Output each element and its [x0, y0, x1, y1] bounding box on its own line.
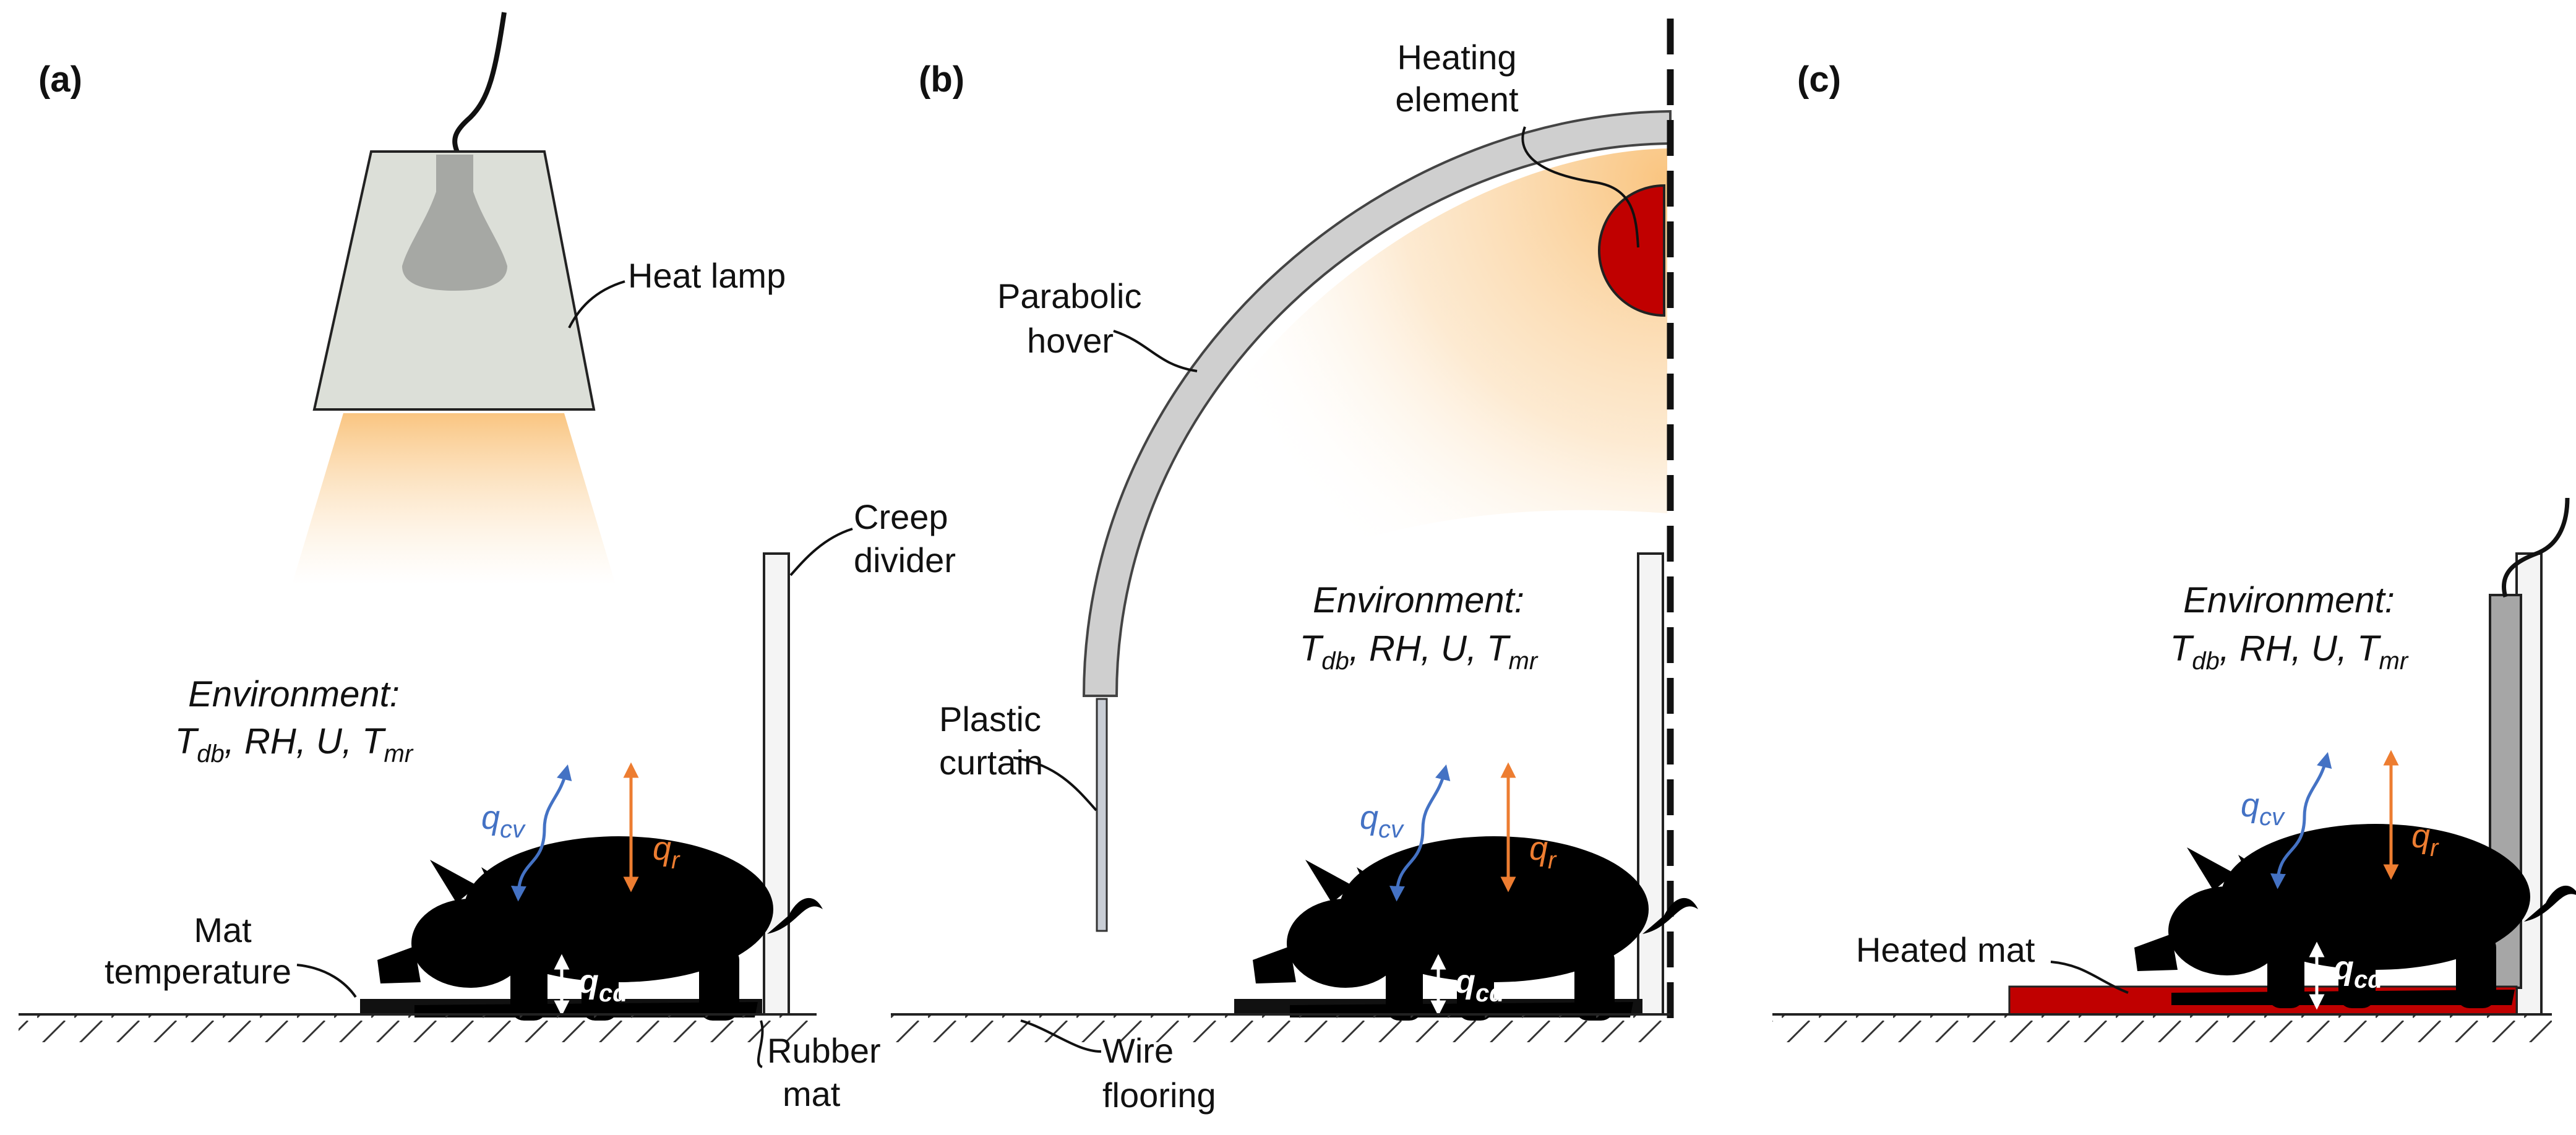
lamp-glow: [292, 413, 616, 585]
creep-divider-b: [1637, 552, 1664, 1016]
q-cd-b: qcd: [1455, 963, 1505, 1007]
hover-glow: [1120, 148, 1667, 687]
heated-mat-leader: [2050, 961, 2129, 994]
rubber-mat-label-1: Rubber: [767, 1031, 881, 1070]
parabolic-hover-label-1: Parabolic: [997, 276, 1141, 315]
wire-flooring-label-2: flooring: [1102, 1076, 1216, 1115]
heat-lamp-leader: [568, 280, 625, 328]
q-cv-c: qcv: [2241, 787, 2285, 831]
creep-divider-label-2: divider: [854, 541, 956, 580]
heating-element: [1598, 184, 1665, 317]
mat-temperature-label-1: Mat: [194, 910, 252, 949]
q-r-c: qr: [2411, 818, 2439, 862]
rubber-mat-leader: [757, 1020, 764, 1068]
heating-element-leader: [1521, 126, 1639, 248]
panel-b: (b) Heating element Parabolic hover Plas…: [891, 19, 1698, 1115]
floor-hatch-c: [1772, 1014, 2552, 1042]
q-r-b: qr: [1529, 830, 1557, 874]
q-cv-b: qcv: [1360, 799, 1404, 843]
floor-hatch-b: [891, 1014, 1670, 1042]
plastic-curtain-leader: [1013, 756, 1097, 812]
plastic-curtain: [1096, 698, 1108, 932]
q-r-a: qr: [653, 830, 680, 874]
convection-arrow-a: [510, 764, 572, 902]
wire-flooring-leader: [1020, 1019, 1102, 1053]
environment-vars-c: Tdb, RH, U, Tmr: [2170, 628, 2409, 675]
convection-arrow-c: [2270, 752, 2332, 889]
environment-title-c: Environment:: [2183, 580, 2395, 620]
q-cd-a: qcd: [578, 963, 629, 1007]
q-cv-a: qcv: [481, 799, 526, 843]
mat-temperature-leader: [296, 964, 357, 998]
convection-arrow-b: [1389, 764, 1451, 902]
parabolic-hover-leader: [1113, 330, 1198, 372]
wire-flooring-label-1: Wire: [1102, 1031, 1174, 1070]
heating-element-label-2: element: [1395, 80, 1519, 119]
creep-divider-leader: [789, 528, 853, 576]
heating-element-label-1: Heating: [1397, 38, 1516, 77]
environment-title-b: Environment:: [1313, 580, 1524, 620]
parabolic-hover-label-2: hover: [1027, 321, 1114, 360]
plastic-curtain-label-1: Plastic: [939, 700, 1041, 739]
rubber-mat-label-2: mat: [783, 1074, 841, 1113]
heat-lamp-label: Heat lamp: [628, 256, 786, 295]
heated-mat-label: Heated mat: [1856, 930, 2035, 969]
environment-vars-a: Tdb, RH, U, Tmr: [175, 721, 414, 768]
plastic-curtain-label-2: curtain: [939, 743, 1043, 782]
creep-divider-label-1: Creep: [854, 497, 948, 536]
panel-c: (c) Environment: Tdb, RH, U, Tmr qcv qr …: [1772, 59, 2576, 1042]
bulb-icon: [402, 155, 507, 291]
panel-a-tag: (a): [38, 59, 82, 100]
panel-a: (a) Heat lamp Creep divider Environment:…: [19, 12, 956, 1113]
lamp-cord: [452, 12, 507, 155]
creep-divider: [763, 552, 790, 1016]
mat-temperature-label-2: temperature: [105, 952, 291, 991]
heated-mat-cord: [2501, 497, 2570, 597]
environment-title-a: Environment:: [188, 674, 400, 714]
panel-c-tag: (c): [1797, 59, 1841, 100]
q-cd-c: qcd: [2333, 949, 2384, 993]
panel-b-tag: (b): [919, 59, 964, 100]
floor-hatch-a: [19, 1014, 817, 1042]
environment-vars-b: Tdb, RH, U, Tmr: [1300, 628, 1539, 675]
